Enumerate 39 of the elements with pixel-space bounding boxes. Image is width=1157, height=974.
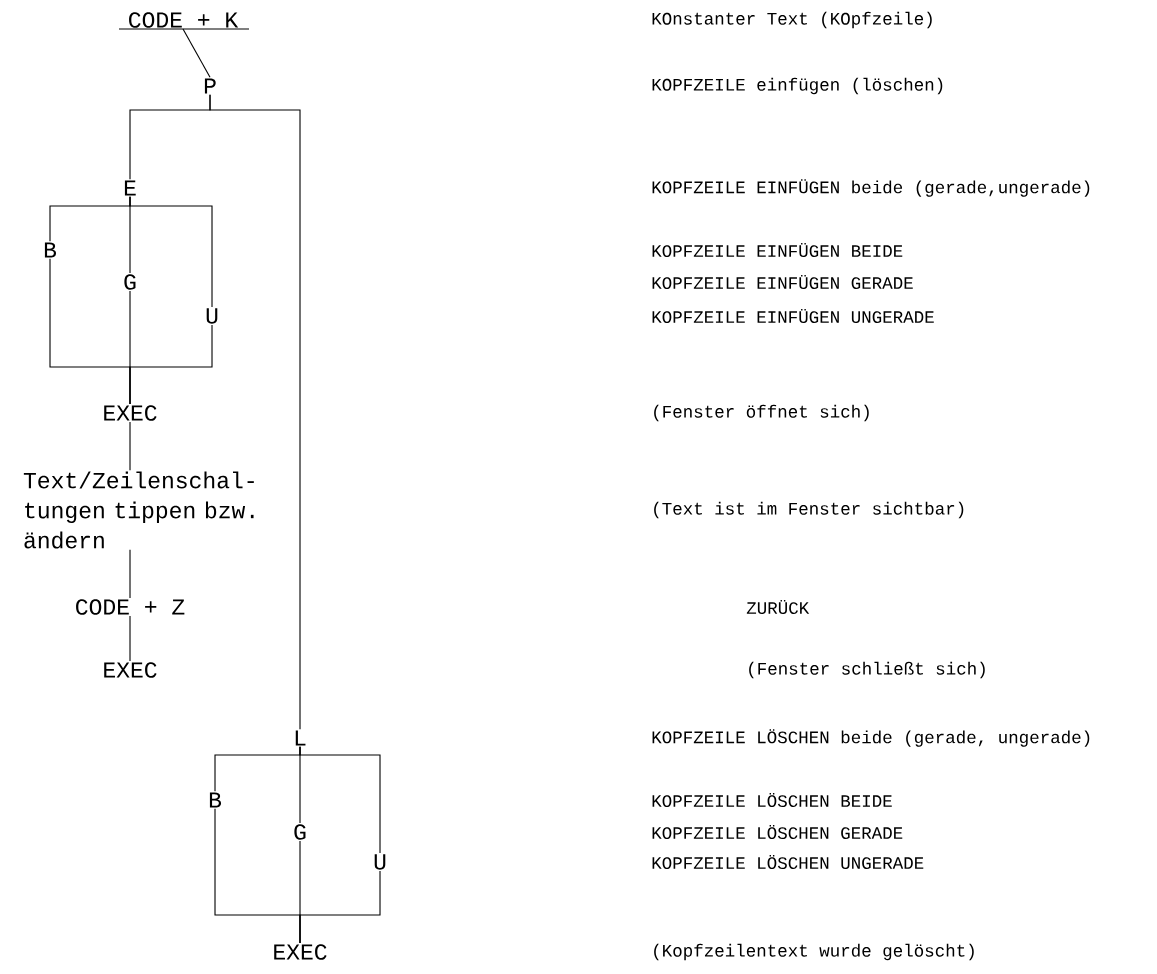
note-text: (Fenster öffnet sich) (654, 404, 869, 422)
underlined-key-label: CODE + K (118, 12, 250, 30)
step-label: CODE + Z (76, 599, 185, 615)
step-label: B (209, 792, 222, 808)
note-text: KOPFZEILE EINFÜGEN beide (gerade,ungerade) (652, 179, 1090, 197)
step-label: L (295, 730, 306, 746)
step-label: B (44, 242, 57, 258)
step-label: EXEC (104, 405, 157, 421)
connector-line (129, 196, 213, 308)
note-text: ZURÜCK (746, 599, 810, 615)
note-text: KOnstanter Text (KOpfzeile) (652, 11, 932, 29)
connector-line (299, 870, 381, 944)
connector-line (129, 421, 131, 471)
note-text: (Text ist im Fenster sichtbar) (654, 501, 964, 519)
note-text: KOPFZEILE LÖSCHEN GERADE (652, 824, 903, 840)
note-text: KOPFZEILE EINFÜGEN GERADE (652, 274, 913, 290)
connector-line (209, 94, 301, 730)
connector-line (129, 615, 131, 662)
note-text: KOPFZEILE LÖSCHEN UNGERADE (652, 854, 924, 870)
step-label: U (206, 308, 218, 324)
step-label: Text/Zeilenschal- tungen tippen bzw. ändern (23, 471, 254, 549)
connector-line (182, 28, 211, 78)
step-label: G (124, 274, 136, 290)
note-text: KOPFZEILE einfügen (löschen) (652, 77, 943, 95)
step-label: E (124, 180, 136, 196)
note-text: (Kopfzeilentext wurde gelöscht) (654, 943, 974, 961)
step-label: G (294, 824, 306, 840)
step-label: EXEC (274, 944, 327, 960)
step-label: EXEC (104, 662, 157, 678)
note-text: KOPFZEILE EINFÜGEN BEIDE (652, 242, 903, 258)
note-text: KOPFZEILE LÖSCHEN BEIDE (652, 792, 892, 808)
connector-line (299, 746, 381, 854)
note-text: KOPFZEILE EINFÜGEN UNGERADE (652, 308, 934, 324)
note-text: (Fenster schließt sich) (749, 661, 985, 679)
note-text: KOPFZEILE LÖSCHEN beide (gerade, ungerade) (652, 729, 1090, 747)
connector-line (129, 324, 213, 405)
step-label: U (374, 854, 386, 870)
connector-line (129, 549, 131, 599)
step-label: P (204, 78, 216, 94)
